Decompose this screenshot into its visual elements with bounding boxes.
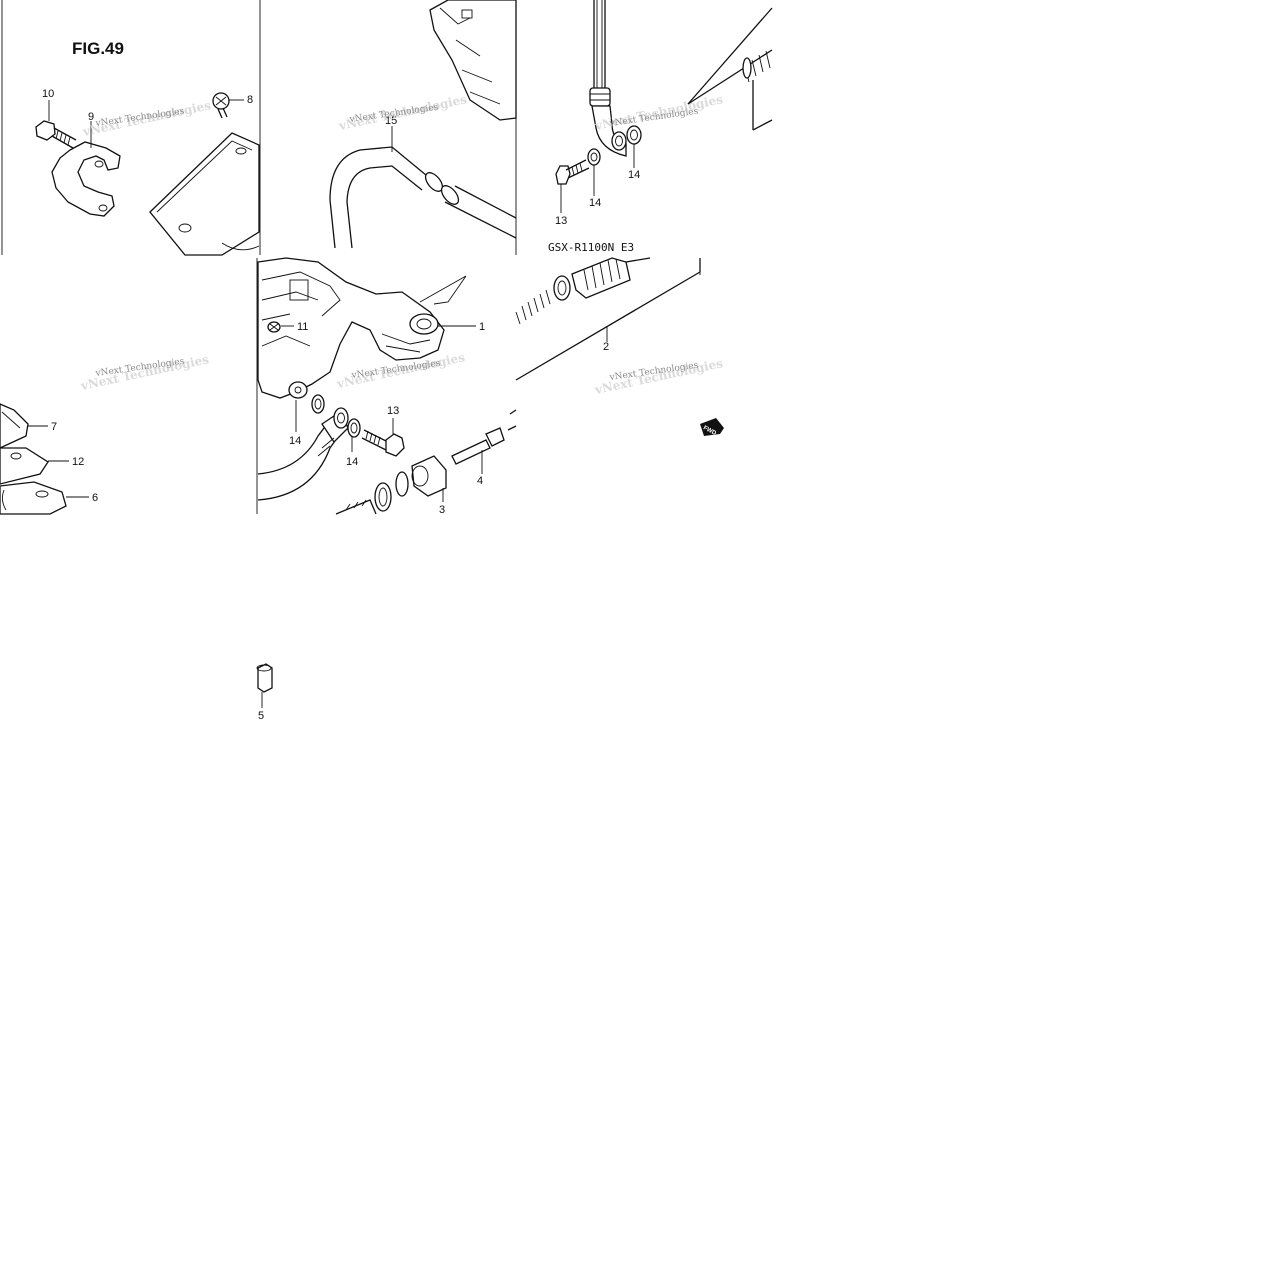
part-screw-11 <box>267 321 294 333</box>
part-spring-top-right <box>687 7 773 131</box>
part-cap-6 <box>0 481 89 515</box>
callout-15: 15 <box>385 115 397 127</box>
part-piston-assembly <box>335 455 447 515</box>
part-push-rod-4 <box>451 409 517 474</box>
callout-14-top-right: 14 <box>628 169 640 181</box>
part-reservoir-cover-top <box>149 132 260 256</box>
part-banjo-bolt-13-bottom <box>361 418 405 457</box>
callout-10: 10 <box>42 88 54 100</box>
callout-9: 9 <box>88 111 94 123</box>
figure-title: FIG.49 <box>72 39 124 58</box>
callout-5: 5 <box>258 710 264 722</box>
part-screw-8 <box>212 92 244 119</box>
callout-3: 3 <box>439 504 445 516</box>
callout-1: 1 <box>479 321 485 333</box>
callout-6: 6 <box>92 492 98 504</box>
callout-2: 2 <box>603 341 609 353</box>
part-lower-hose <box>257 411 349 501</box>
model-label: GSX-R1100N E3 <box>548 241 634 254</box>
callout-13-bottom: 13 <box>387 405 399 417</box>
callout-8: 8 <box>247 94 253 106</box>
tile-seams <box>1 0 701 514</box>
part-handlebar-clamp-9 <box>51 121 121 217</box>
callout-7: 7 <box>51 421 57 433</box>
part-reservoir-body-top <box>429 0 517 121</box>
part-cap-5 <box>256 663 273 708</box>
part-banjo-bolt-13-top <box>555 159 590 213</box>
callout-14-bottom-left: 14 <box>289 435 301 447</box>
part-master-cylinder-body <box>257 257 467 399</box>
part-hose-15 <box>329 126 517 249</box>
fwd-arrow-icon: FWD <box>700 418 724 437</box>
callout-11: 11 <box>297 321 308 333</box>
callout-12: 12 <box>72 456 84 468</box>
callout-4: 4 <box>477 475 483 487</box>
part-bolt-10 <box>35 100 77 149</box>
part-washers-14-top <box>587 125 642 196</box>
callout-13-top: 13 <box>555 215 567 227</box>
part-washers-14-bottom <box>295 394 361 452</box>
part-diaphragm-7 <box>0 403 48 449</box>
part-plate-12 <box>0 447 69 485</box>
part-piston-spring-2 <box>515 257 701 381</box>
callout-14-bottom-right: 14 <box>346 456 358 468</box>
callout-14-top-left: 14 <box>589 197 601 209</box>
